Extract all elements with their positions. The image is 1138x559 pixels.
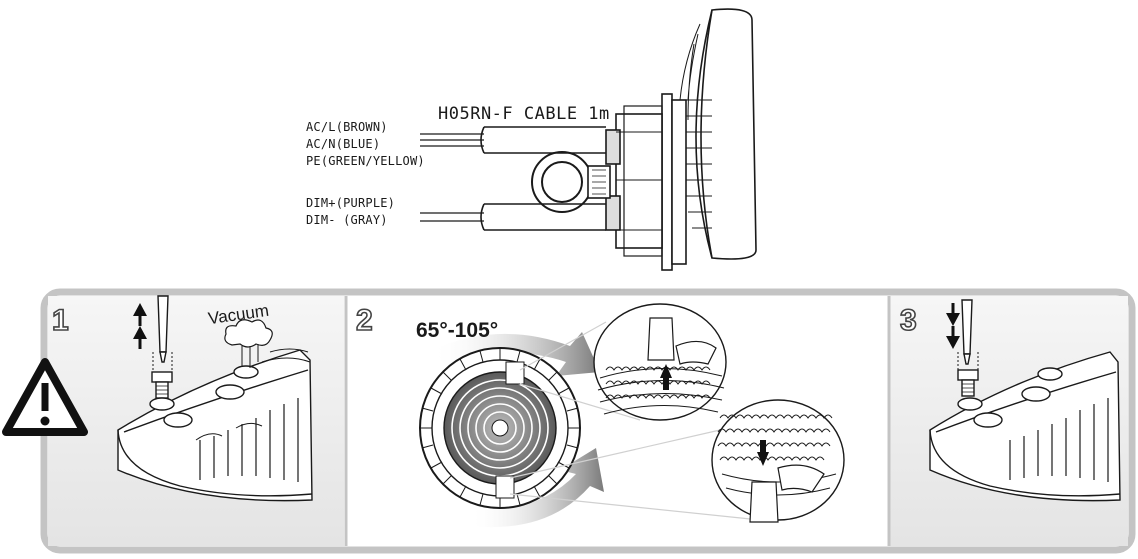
fixture-dome <box>700 8 757 260</box>
wire-label-pe: PE(GREEN/YELLOW) <box>306 154 425 168</box>
step-3-number: 3 <box>899 304 917 337</box>
double-up-arrow-icon <box>133 303 147 349</box>
wire-label-dim-minus: DIM- (GRAY) <box>306 213 388 227</box>
dim-cable <box>484 203 606 231</box>
wire-label-ac-n: AC/N(BLUE) <box>306 137 381 151</box>
step-1-number: 1 <box>51 304 69 337</box>
wire-label-ac-l: AC/L(BROWN) <box>306 120 388 134</box>
zoom-detail-bottom <box>711 399 845 523</box>
step-3-illustration <box>929 299 1121 502</box>
zoom-detail-top <box>593 303 727 421</box>
power-cable <box>484 126 606 154</box>
step-1-illustration <box>117 295 313 502</box>
rotation-angle-label: 65°-105° <box>416 319 499 342</box>
step-2-illustration <box>419 303 845 528</box>
fixture-side-view <box>420 8 757 271</box>
rotate-arrow-top <box>432 332 600 376</box>
double-down-arrow-icon <box>946 303 960 349</box>
warning-triangle-icon <box>2 358 88 436</box>
cable-title: H05RN-F CABLE 1m <box>438 104 610 124</box>
step-2-number: 2 <box>355 304 373 337</box>
wire-label-dim-plus: DIM+(PURPLE) <box>306 196 396 210</box>
